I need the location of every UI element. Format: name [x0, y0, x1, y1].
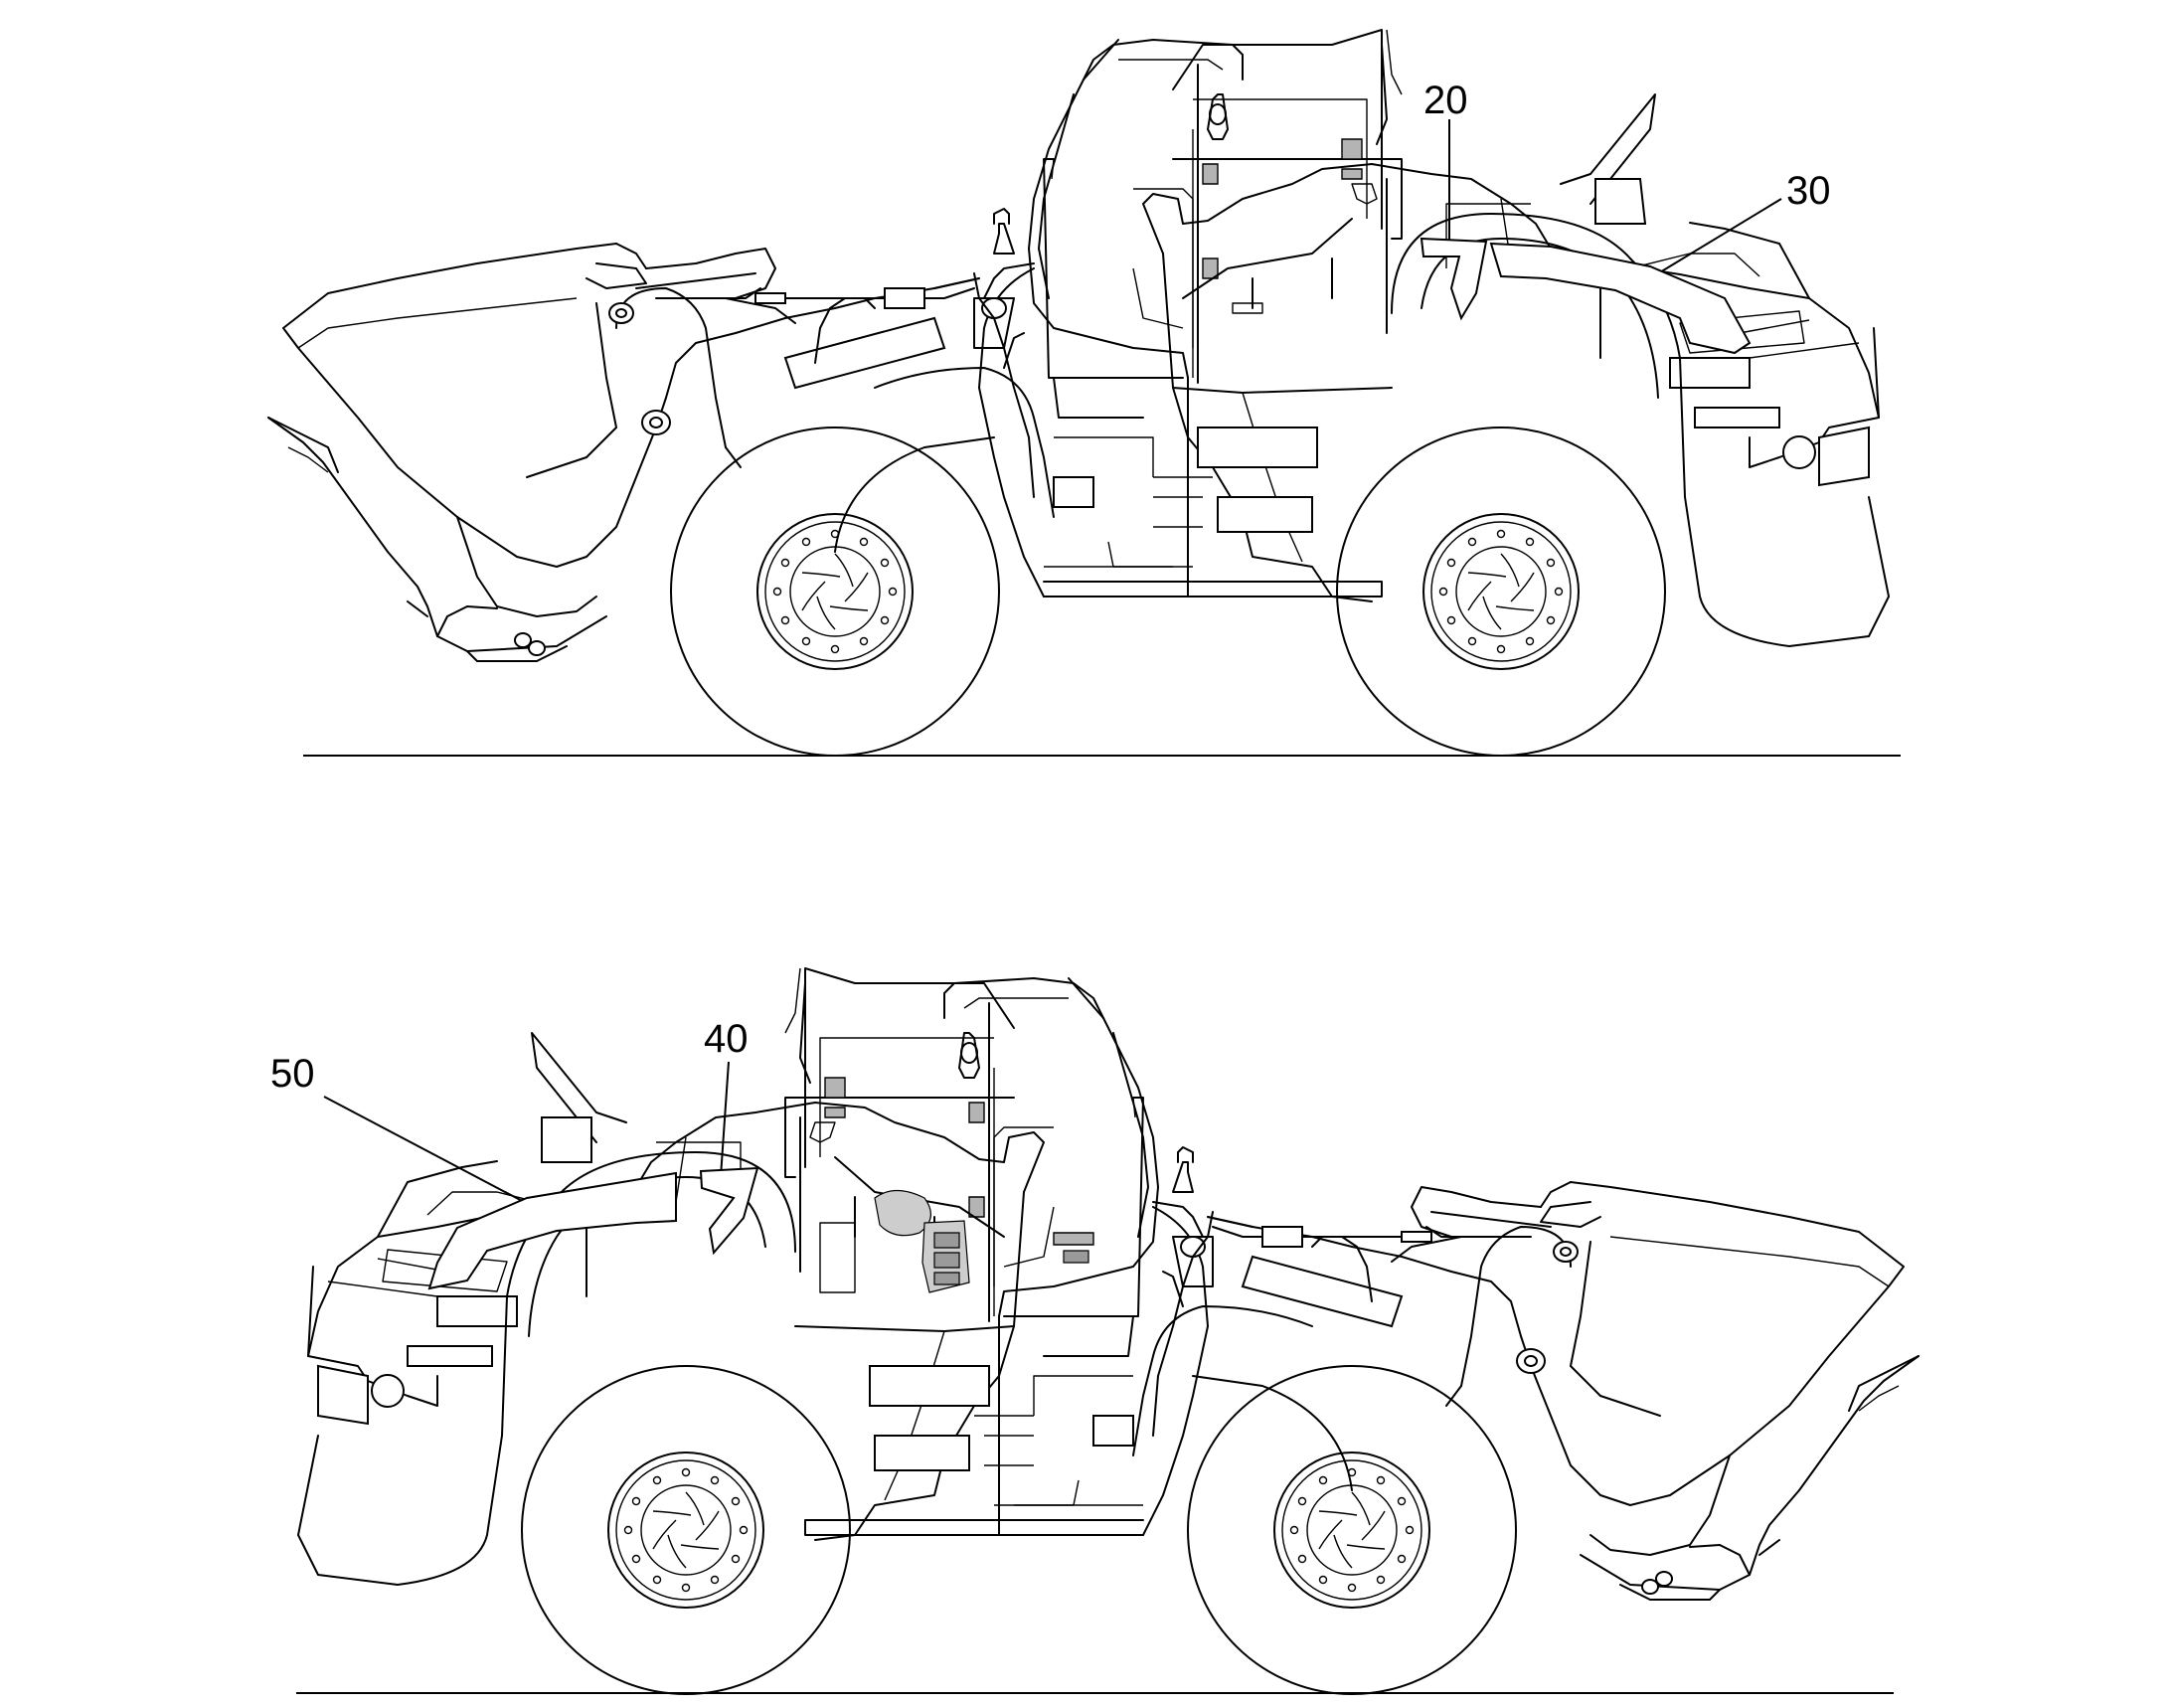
- callout-20: 20: [1420, 79, 1488, 321]
- callout-30-label: 30: [1786, 169, 1831, 213]
- callout-40-label: 40: [704, 1017, 749, 1061]
- top-side-view: 20 30: [267, 29, 1901, 757]
- bottom-exhaust-pipe: [531, 1032, 627, 1163]
- callout-40: 40: [699, 1017, 759, 1256]
- callout-50-label: 50: [270, 1052, 315, 1096]
- callout-30-leader: [1639, 198, 1782, 285]
- top-loader-body: [267, 29, 1890, 662]
- callout-20-decal: [1420, 237, 1488, 321]
- bottom-front-wheel: [1187, 1365, 1517, 1695]
- callout-40-decal: [699, 1166, 759, 1256]
- callout-50-leader: [323, 1096, 546, 1214]
- callout-50-decal: [427, 1171, 677, 1290]
- top-rear-wheel: [1336, 427, 1666, 757]
- callout-30: 30: [1489, 169, 1831, 355]
- top-front-wheel: [670, 427, 1000, 757]
- top-exhaust-pipe: [1560, 93, 1656, 225]
- callout-30-decal: [1489, 242, 1752, 355]
- callout-50: 50: [270, 1052, 677, 1290]
- callout-20-label: 20: [1423, 79, 1468, 122]
- bottom-side-view: 40 50: [270, 967, 1920, 1695]
- bottom-engine-mount-shading: [819, 1189, 1094, 1293]
- bottom-loader-body: [297, 967, 1920, 1601]
- bottom-rear-wheel: [521, 1365, 851, 1695]
